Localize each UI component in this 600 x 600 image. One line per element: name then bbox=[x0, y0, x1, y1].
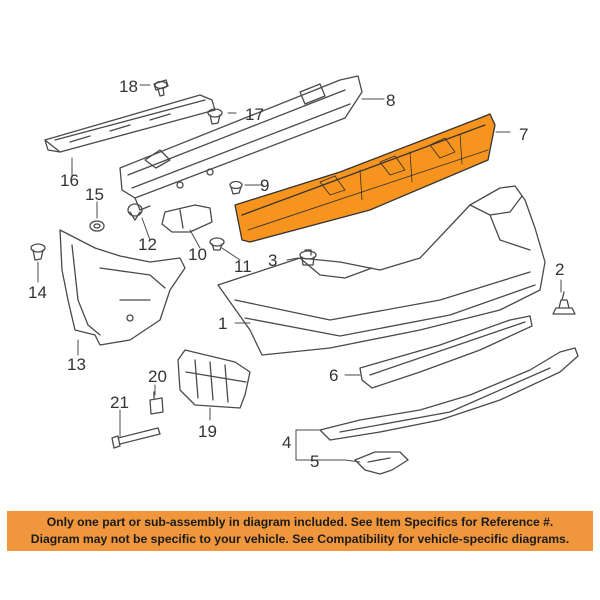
energy-absorber-part bbox=[234, 113, 496, 243]
diffuser-part bbox=[319, 347, 579, 441]
bolt-21-icon bbox=[111, 427, 161, 449]
bracket-10-part bbox=[161, 204, 213, 233]
callout-18: 18 bbox=[119, 77, 138, 96]
bolt-14-icon bbox=[30, 243, 46, 261]
callout-11: 11 bbox=[234, 257, 252, 276]
callout-labels: 7 8 18 17 16 15 9 12 10 11 3 2 14 1 13 6… bbox=[28, 77, 564, 471]
callout-17: 17 bbox=[245, 105, 264, 124]
callout-15: 15 bbox=[85, 185, 104, 204]
clip-15-icon bbox=[89, 220, 105, 232]
callout-10: 10 bbox=[188, 245, 207, 264]
bumper-cover-part bbox=[217, 185, 546, 356]
grommet-12-icon bbox=[127, 203, 143, 221]
splash-shield-part bbox=[177, 349, 251, 409]
upper-guide-rail-part bbox=[44, 94, 216, 153]
bolt-17-icon bbox=[207, 108, 223, 125]
clip-3-icon bbox=[299, 249, 317, 266]
callout-6: 6 bbox=[329, 366, 338, 385]
clip-9-icon bbox=[229, 180, 243, 195]
bolt-18-icon bbox=[153, 79, 169, 97]
clip-2-icon bbox=[552, 291, 576, 315]
callout-21: 21 bbox=[110, 393, 129, 412]
callout-16: 16 bbox=[60, 171, 79, 190]
callout-12: 12 bbox=[138, 235, 157, 254]
callout-14: 14 bbox=[28, 283, 47, 302]
callout-2: 2 bbox=[555, 260, 564, 279]
leader-lines bbox=[37, 84, 562, 463]
disclaimer-banner: Only one part or sub-assembly in diagram… bbox=[7, 511, 593, 551]
disclaimer-line-1: Only one part or sub-assembly in diagram… bbox=[46, 515, 554, 529]
disclaimer-line-2: Diagram may not be specific to your vehi… bbox=[30, 532, 570, 546]
callout-20: 20 bbox=[148, 367, 167, 386]
callout-8: 8 bbox=[386, 91, 395, 110]
exploded-parts-diagram: 7 8 18 17 16 15 9 12 10 11 3 2 14 1 13 6… bbox=[28, 75, 579, 475]
reinforcement-bar-part bbox=[119, 75, 363, 211]
lower-trim-strip-part bbox=[359, 315, 533, 389]
callout-5: 5 bbox=[310, 452, 319, 471]
bracket-5-part bbox=[354, 451, 409, 475]
clip-20-icon bbox=[149, 391, 164, 415]
callout-19: 19 bbox=[198, 422, 217, 441]
callout-1: 1 bbox=[218, 314, 227, 333]
side-bracket-part bbox=[59, 229, 186, 346]
callout-9: 9 bbox=[260, 176, 269, 195]
callout-13: 13 bbox=[67, 355, 86, 374]
callout-4: 4 bbox=[282, 433, 291, 452]
callout-7: 7 bbox=[519, 125, 528, 144]
callout-3: 3 bbox=[268, 251, 277, 270]
nut-11-icon bbox=[209, 237, 225, 251]
